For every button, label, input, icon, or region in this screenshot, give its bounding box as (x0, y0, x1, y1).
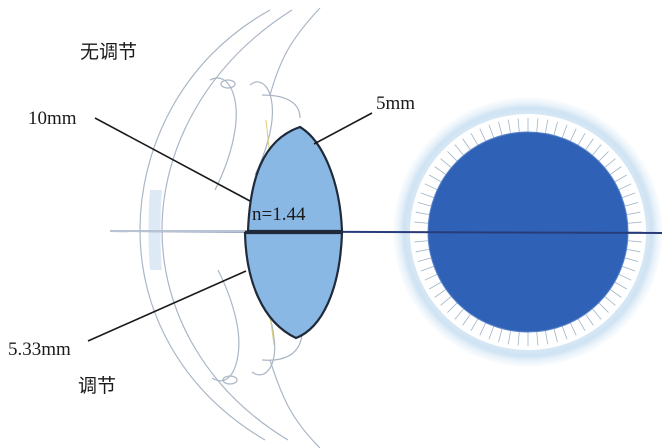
iris-fibre (517, 331, 520, 346)
iris-fibre (624, 202, 639, 207)
iris-fibre (585, 313, 594, 326)
iris-fibre (626, 211, 641, 216)
leader-back-radius (313, 112, 373, 145)
leader-front-radius (94, 117, 251, 202)
cornea-third (269, 7, 321, 96)
label-accommodated: 调节 (78, 375, 116, 397)
iris-fibre (614, 281, 627, 290)
iris-fibre (420, 265, 435, 272)
iris-fibre (498, 328, 503, 343)
iris-fibre (609, 289, 622, 298)
iris-fibre (415, 248, 430, 253)
lens-lower-accommodated (243, 231, 344, 340)
iris-fibre (462, 313, 471, 326)
leader-accommodated-radius (87, 270, 247, 342)
iris-fibre (591, 144, 602, 156)
iris-fibre (429, 281, 442, 290)
label-back-radius: 5mm (376, 93, 415, 114)
iris-fibre (488, 325, 495, 340)
iris-fibre (624, 257, 639, 262)
iris-fibre (454, 308, 465, 320)
iris-fibre (553, 121, 558, 136)
iris-fibre (498, 121, 503, 136)
iris-fibre (591, 308, 602, 320)
iris-fibre (414, 221, 429, 224)
iris-fibre (414, 240, 429, 243)
iris-fibre (618, 183, 632, 191)
iris-fibre (479, 322, 487, 336)
iris-fibre (424, 273, 438, 281)
iris-fibre (544, 119, 549, 134)
iris-fibre (507, 119, 512, 134)
iris-fibre (585, 138, 594, 151)
iris-fibre (569, 128, 577, 142)
iris-fibre (434, 166, 447, 175)
iris-fibre (417, 257, 432, 262)
lens-upper-unaccommodated (246, 125, 344, 233)
iris-fibre (479, 128, 487, 142)
iris-fibre (507, 330, 512, 345)
iris-fibre (621, 265, 636, 272)
iris-fibre (604, 158, 616, 169)
iris-fibre (561, 325, 568, 340)
iris-fibre (604, 295, 616, 306)
iris-fibre (454, 144, 465, 156)
iris-fibre (429, 174, 442, 183)
iris-fibre (618, 273, 632, 281)
iris-fibre (447, 151, 458, 162)
iris-fibre (609, 166, 622, 175)
label-accommodated-radius: 5.33mm (8, 339, 71, 360)
iris-fibre (614, 174, 627, 183)
label-front-radius: 10mm (28, 108, 77, 129)
iris-fibre (598, 302, 609, 313)
iris-fibre (569, 322, 577, 336)
iris-ticks (414, 118, 642, 346)
iris-fibre (517, 118, 520, 133)
iris-fibre (488, 124, 495, 139)
iris-fibre (544, 330, 549, 345)
iris-fibre (424, 183, 438, 191)
iris-fibre (420, 192, 435, 199)
iris-fibre (440, 158, 452, 169)
iris-fibre (598, 151, 609, 162)
iris-fibre (536, 118, 539, 133)
ciliary-lower (211, 269, 240, 382)
leader-lines (87, 112, 373, 342)
iris-fibre (621, 192, 636, 199)
iris-fibre (626, 248, 641, 253)
iris-fibre (434, 289, 447, 298)
iris-fibre (627, 221, 642, 224)
iris-fibre (462, 138, 471, 151)
iris-fibre (440, 295, 452, 306)
iris-fibre (536, 331, 539, 346)
iris-fibre (577, 133, 586, 146)
ciliary-upper (209, 77, 237, 191)
iris-fibre (417, 202, 432, 207)
iris-fibre (415, 211, 430, 216)
iris-fibre (561, 124, 568, 139)
iris-fibre (627, 240, 642, 243)
iris-fibre (470, 318, 479, 331)
label-unaccommodated: 无调节 (80, 41, 137, 63)
iris-fibre (577, 318, 586, 331)
label-refractive-index: n=1.44 (252, 204, 306, 225)
iris-fibre (470, 133, 479, 146)
iris-fibre (447, 302, 458, 313)
iris-fibre (553, 328, 558, 343)
